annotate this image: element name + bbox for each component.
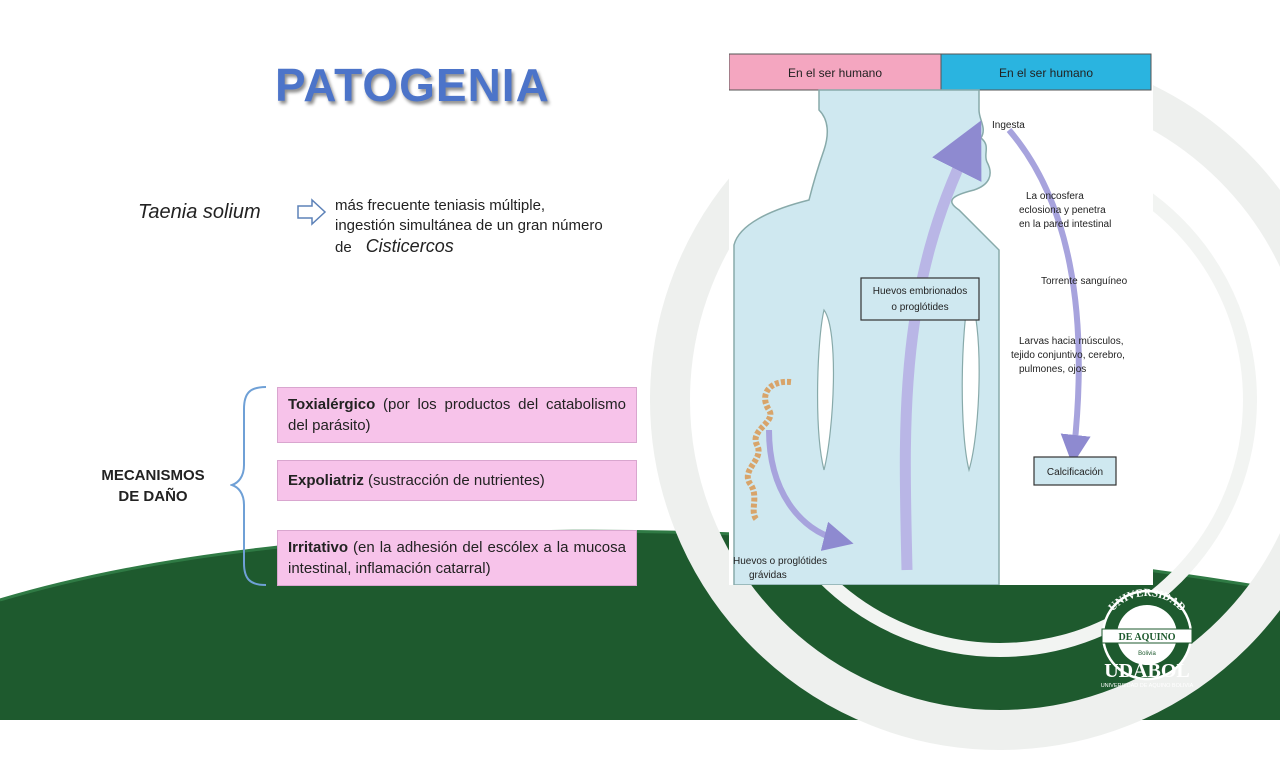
mechanism-title: Expoliatriz	[288, 472, 364, 489]
label-huevos-grav-1: Huevos o proglótides	[733, 556, 827, 567]
label-huevos-emb-1: Huevos embrionados	[873, 286, 968, 297]
mechanisms-label-line1: MECANISMOS	[101, 467, 205, 484]
label-oncosfera-3: en la pared intestinal	[1019, 219, 1111, 230]
mechanism-toxialergico: Toxialérgico (por los productos del cata…	[277, 387, 637, 443]
down-arrow-right	[1006, 128, 1091, 465]
mechanisms-label: MECANISMOS DE DAÑO	[78, 465, 228, 507]
label-larvas-2: tejido conjuntivo, cerebro,	[1011, 350, 1125, 361]
mechanism-text: (por los productos del catabolismo del p…	[288, 396, 626, 434]
left-brace	[230, 386, 267, 586]
species-description: más frecuente teniasis múltiple, ingesti…	[335, 196, 603, 258]
box-huevos-embrionados	[860, 277, 980, 321]
label-huevos-emb-2: o proglótides	[891, 302, 948, 313]
logo-tagline: UNIVERSIDAD DE AQUINO BOLIVIA	[1101, 683, 1194, 689]
header-right: En el ser humano	[999, 66, 1093, 80]
udabol-logo: UNIVERSIDAD DE AQUINO Bolivia UDABOL UNI…	[1101, 587, 1194, 689]
life-cycle-diagram: En el ser humano En el ser humano Ingest…	[729, 50, 1153, 585]
header-right-bg	[940, 53, 1152, 91]
logo-country: Bolivia	[1138, 651, 1156, 657]
label-huevos-grav-2: grávidas	[749, 570, 787, 581]
ghost-small: subtítulo	[470, 360, 531, 377]
mechanism-title: Irritativo	[288, 539, 349, 556]
label-larvas-1: Larvas hacia músculos,	[1019, 336, 1124, 347]
mechanism-text: (sustracción de nutrientes)	[363, 472, 545, 489]
species-name: Taenia solium	[138, 201, 261, 223]
ghost-subtitle: lita subtítulo	[462, 290, 580, 315]
header-left: En el ser humano	[788, 66, 882, 80]
mechanism-text: (en la adhesión del escólex a la mucosa …	[288, 539, 626, 577]
mechanism-title: Toxialérgico	[288, 396, 376, 413]
label-oncosfera-2: eclosiona y penetra	[1019, 205, 1106, 216]
excreta-arrow	[766, 429, 854, 551]
logo-name: UDABOL	[1104, 660, 1190, 682]
label-oncosfera-1: La oncosfera	[1026, 191, 1084, 202]
page-title: PATOGENIA	[275, 59, 550, 111]
label-ingesta: Ingesta	[992, 120, 1025, 131]
mechanism-expoliatriz: Expoliatriz (sustracción de nutrientes)	[277, 460, 637, 501]
mechanism-irritativo: Irritativo (en la adhesión del escólex a…	[277, 530, 637, 586]
right-arrow-icon	[297, 198, 327, 226]
description-italic: Cisticercos	[365, 236, 454, 256]
label-calcificacion: Calcificación	[1047, 467, 1103, 478]
mechanisms-label-line2: DE DAÑO	[118, 488, 188, 505]
label-larvas-3: pulmones, ojos	[1019, 364, 1086, 375]
up-arrow	[899, 120, 982, 571]
box-calcificacion	[1033, 456, 1117, 486]
human-body	[733, 89, 1000, 585]
description-text: más frecuente teniasis múltiple, ingesti…	[335, 197, 603, 256]
label-torrente: Torrente sanguíneo	[1041, 276, 1128, 287]
logo-ribbon: DE AQUINO	[1119, 632, 1176, 643]
tapeworm	[744, 378, 792, 523]
